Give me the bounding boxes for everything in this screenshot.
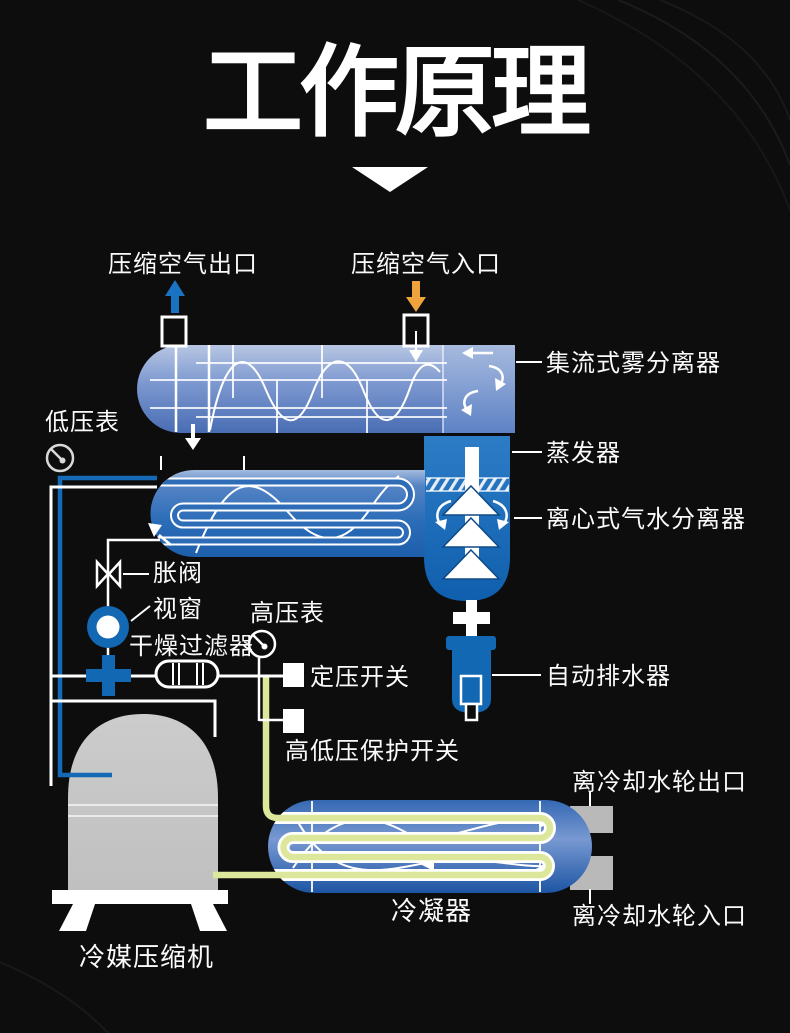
label-pressure-switch: 定压开关 [310,663,410,691]
airflow-down-arrowhead [409,350,423,362]
label-protection-switch: 高低压保护开关 [285,737,460,765]
label-high-pressure-gauge: 高压表 [250,599,325,627]
label-auto-drain: 自动排水器 [546,662,671,690]
air-outlet-arrow [165,280,185,313]
separator-baffle-cones [441,484,501,580]
sight-glass [87,606,129,648]
refrigerant-compressor [52,714,228,931]
dry-filter [154,659,220,689]
high-pressure-gauge-icon [247,629,277,659]
air-inlet-arrow [406,281,426,312]
low-pressure-gauge-icon [45,443,75,473]
expansion-valve [95,558,122,590]
label-expansion-valve: 胀阀 [153,559,203,587]
evaporator-vessel [150,470,425,557]
label-centrifugal-separator: 离心式气水分离器 [546,505,746,533]
label-connectors [123,361,591,904]
separator-swirl-arrowheads [435,519,509,530]
label-air-inlet: 压缩空气入口 [351,250,501,278]
suction-pipe-blue [57,475,157,778]
auto-drain [446,600,496,722]
compressor-leg [59,904,95,931]
label-cooling-water-outlet: 离冷却水轮出口 [572,768,747,796]
suction-branch-to-compressor [51,699,217,737]
pipe-cross-junction [86,655,131,696]
compressor-leg [191,904,227,931]
label-evaporator: 蒸发器 [546,439,621,467]
evaporator-internals [150,475,415,554]
hot-gas-pipe [213,676,554,879]
airflow-down-arrow [185,424,201,450]
protection-switch-box [283,709,304,733]
label-air-outlet: 压缩空气出口 [108,250,258,278]
label-compressor: 冷媒压缩机 [79,943,215,973]
suction-pipe-white [49,485,157,786]
compressor-base [52,890,228,904]
label-dry-filter: 干燥过滤器 [129,632,254,660]
mist-separator-chamber [443,345,515,433]
label-condenser: 冷凝器 [391,897,473,927]
evaporator-flow-arrowhead [148,523,162,537]
label-mist-separator: 集流式雾分离器 [546,349,721,377]
air-outlet-port [160,315,188,348]
air-inlet-port [402,313,430,348]
page-title: 工作原理 [203,34,591,151]
pressure-switch-box [283,663,304,687]
label-sight-glass: 视窗 [153,595,203,623]
heat-exchanger-internals [150,345,447,433]
label-cooling-water-inlet: 离冷却水轮入口 [572,902,747,930]
label-low-pressure-gauge: 低压表 [45,408,120,436]
title-chevron-icon [352,167,428,192]
